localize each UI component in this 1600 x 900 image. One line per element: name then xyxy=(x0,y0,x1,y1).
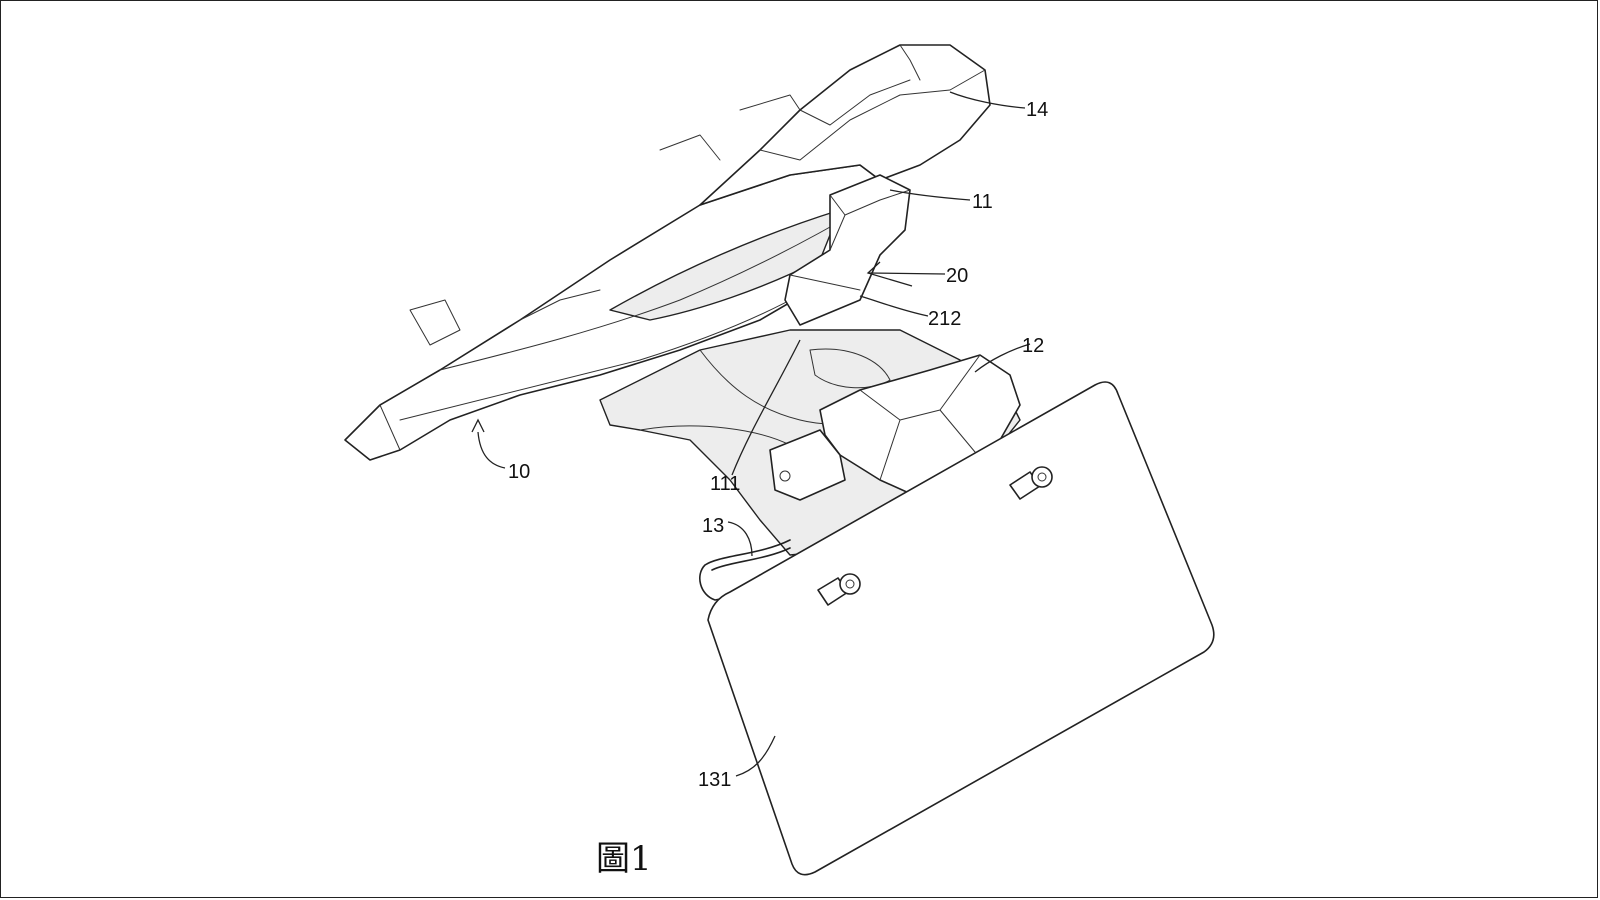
label-10: 10 xyxy=(508,461,530,483)
label-12: 12 xyxy=(1022,335,1044,357)
bolt-right xyxy=(1009,466,1053,500)
central-member-11 xyxy=(784,174,911,326)
label-11: 11 xyxy=(972,191,993,213)
figure-caption: 圖1 xyxy=(596,839,652,879)
upper-frame-14 xyxy=(659,44,991,206)
license-plate-131 xyxy=(707,381,1215,876)
label-131: 131 xyxy=(698,769,731,791)
label-14: 14 xyxy=(1026,99,1048,121)
label-212: 212 xyxy=(928,308,961,330)
leader-lines xyxy=(471,91,1031,777)
label-13: 13 xyxy=(702,515,724,537)
bolt-left xyxy=(817,573,861,606)
label-111: 111 xyxy=(710,473,740,495)
label-20: 20 xyxy=(946,265,968,287)
